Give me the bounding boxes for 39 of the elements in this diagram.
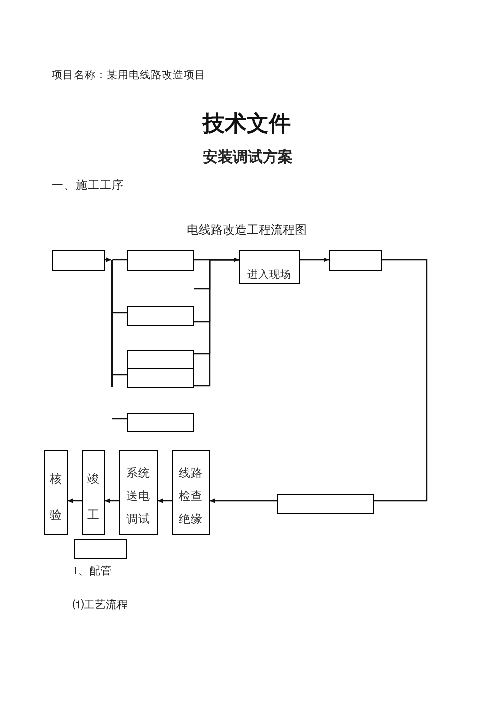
blank-box <box>127 350 194 369</box>
section-heading: 1、配管 <box>73 565 112 579</box>
header-text: 项目名称：某用电线路改造项目 <box>52 70 206 84</box>
bus-line <box>111 260 113 387</box>
connector-line <box>374 259 428 502</box>
blank-box <box>277 494 374 514</box>
chart-title: 电线路改造工程流程图 <box>187 222 307 238</box>
blank-box <box>127 250 194 271</box>
process-box <box>239 250 300 284</box>
subsection-heading: ⑴工艺流程 <box>73 599 128 613</box>
blank-box <box>74 539 127 559</box>
connector-line <box>112 374 127 376</box>
arrow <box>194 258 239 387</box>
connector-line <box>112 312 127 314</box>
arrow <box>68 498 82 504</box>
step-label: 系统送电调试 <box>125 466 152 528</box>
arrow <box>300 258 329 262</box>
blank-box <box>127 368 194 388</box>
process-box <box>44 450 68 535</box>
document-title: 技术文件 <box>203 112 291 138</box>
blank-box <box>329 250 382 271</box>
arrow <box>105 258 112 262</box>
step-label: 进入现场 <box>248 269 292 282</box>
step-label: 竣工 <box>86 471 100 524</box>
process-box <box>119 450 158 535</box>
step-label: 核验 <box>48 471 63 524</box>
blank-box <box>52 250 105 271</box>
arrow <box>158 498 172 504</box>
connector-line <box>112 418 127 420</box>
connector-line <box>112 259 127 261</box>
step-label: 线路检查绝缘 <box>178 466 204 528</box>
arrow <box>210 498 277 504</box>
blank-box <box>127 413 194 432</box>
arrow <box>105 498 119 504</box>
process-box <box>82 450 105 535</box>
section-heading: 一、施工工序 <box>52 180 124 194</box>
document-subtitle: 安装调试方案 <box>203 148 293 166</box>
process-box <box>172 450 210 535</box>
blank-box <box>127 306 194 326</box>
